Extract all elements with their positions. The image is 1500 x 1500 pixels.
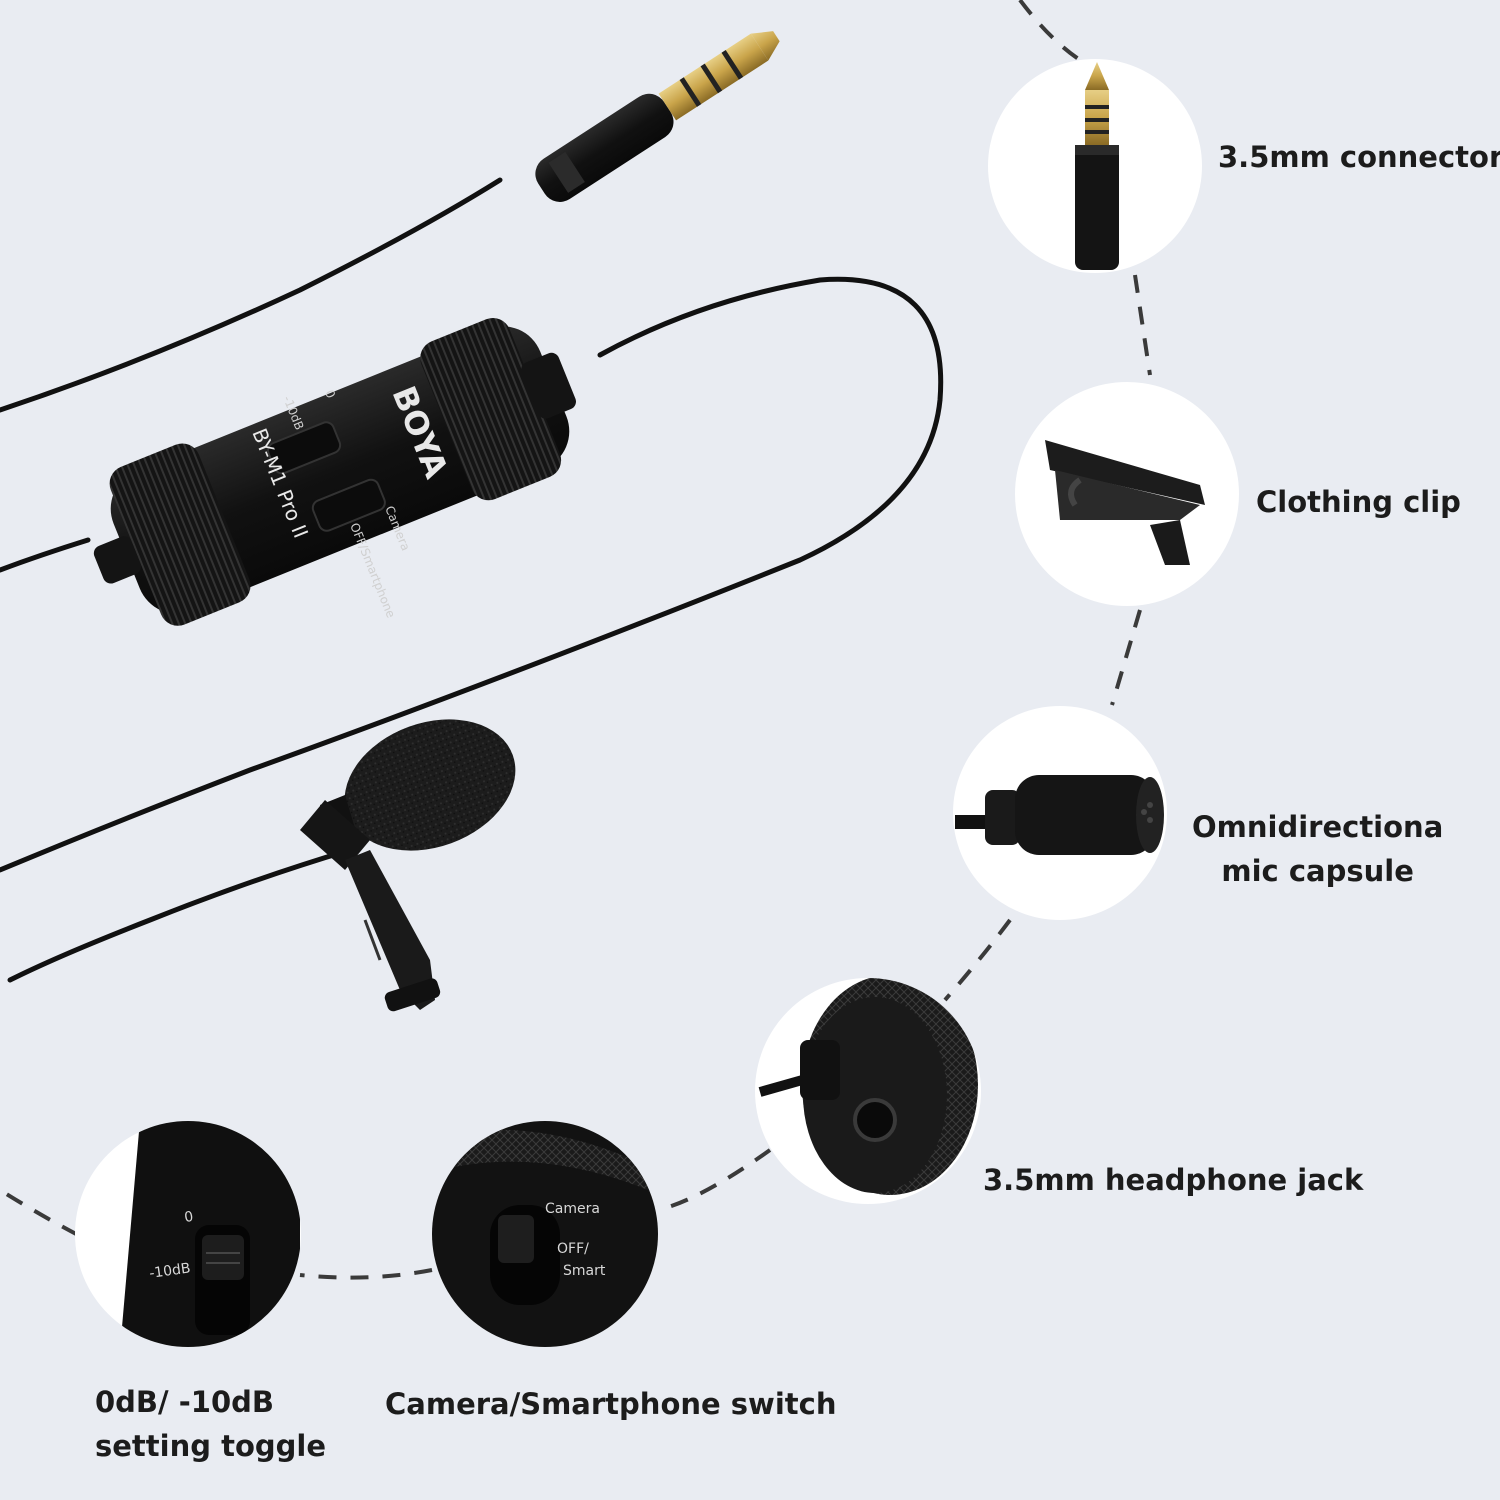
zoom-toggle-bottom: -10dB <box>148 1260 191 1282</box>
detail-circle-clip <box>1015 382 1239 606</box>
connector-label: 3.5mm connector <box>1218 140 1500 174</box>
zoom-switch-mid: OFF/ <box>557 1241 589 1257</box>
headphone-label: 3.5mm headphone jack <box>983 1163 1364 1197</box>
control-box <box>93 317 576 626</box>
mode-switch <box>311 478 386 532</box>
detail-circle-capsule <box>953 706 1167 920</box>
zoom-toggle-top: 0 <box>183 1209 194 1226</box>
detail-circle-toggle: 0 -10dB <box>75 1121 301 1347</box>
clip-label: Clothing clip <box>1256 485 1461 519</box>
cable <box>0 177 944 983</box>
zoom-switch-bottom: Smart <box>563 1263 606 1279</box>
zoom-switch-top: Camera <box>545 1201 600 1217</box>
dashed-guide-line <box>0 0 1152 1280</box>
detail-circle-switch: Camera OFF/ Smart <box>432 1121 658 1347</box>
gain-toggle <box>267 421 342 475</box>
lavalier-mic <box>300 719 516 1012</box>
detail-circle-headphone <box>755 978 981 1204</box>
switch-label: Camera/Smartphone switch <box>385 1387 837 1421</box>
detail-circle-connector <box>988 59 1202 273</box>
capsule-label: Omnidirectiona mic capsule <box>1192 810 1444 888</box>
main-plug <box>535 31 780 202</box>
toggle-label: 0dB/ -10dB setting toggle <box>95 1385 327 1463</box>
